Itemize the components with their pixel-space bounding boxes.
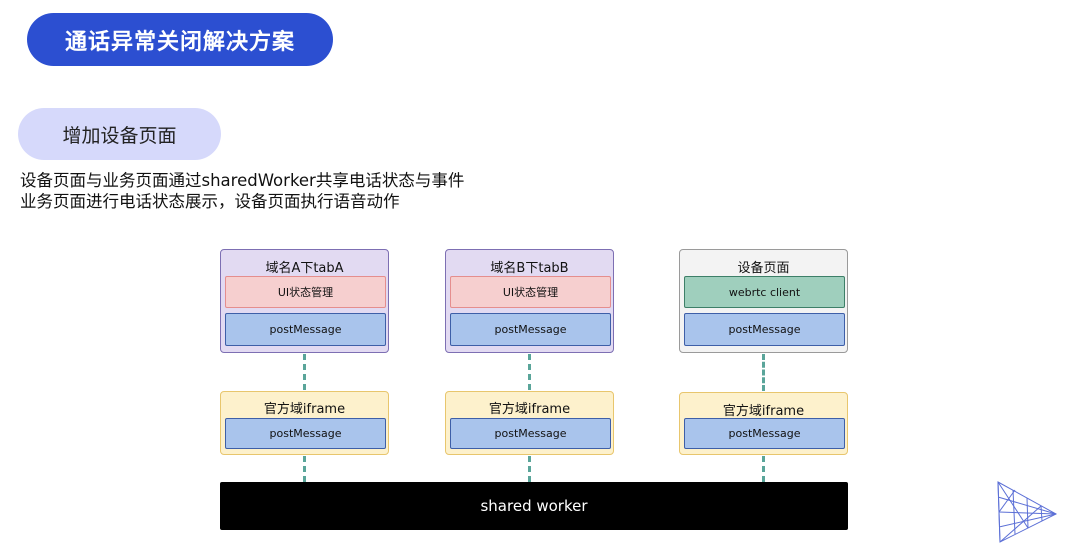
iframe-box: 官方域iframe postMessage	[445, 391, 614, 455]
section-label: 增加设备页面	[18, 108, 221, 160]
page-box-device: 设备页面 webrtc client postMessage	[679, 249, 848, 353]
ui-state-block: UI状态管理	[450, 276, 611, 308]
post-message-block: postMessage	[450, 418, 611, 449]
iframe-box: 官方域iframe postMessage	[220, 391, 389, 455]
page-box-title: 域名B下tabB	[490, 261, 569, 276]
description-line-2: 业务页面进行电话状态展示，设备页面执行语音动作	[20, 192, 400, 211]
connector-line	[303, 354, 306, 390]
connector-line	[762, 354, 765, 391]
iframe-box-title: 官方域iframe	[488, 402, 571, 417]
post-message-block: postMessage	[225, 313, 386, 346]
iframe-box-title: 官方域iframe	[722, 404, 805, 419]
page-box-title: 域名A下tabA	[265, 261, 344, 276]
post-message-block: postMessage	[684, 418, 845, 449]
connector-line	[528, 456, 531, 482]
description: 设备页面与业务页面通过sharedWorker共享电话状态与事件 业务页面进行电…	[20, 170, 464, 212]
wireframe-prism-logo-icon	[997, 481, 1058, 543]
shared-worker-bar: shared worker	[220, 482, 848, 530]
iframe-box: 官方域iframe postMessage	[679, 392, 848, 455]
description-line-1: 设备页面与业务页面通过sharedWorker共享电话状态与事件	[20, 171, 465, 190]
connector-line	[303, 456, 306, 482]
connector-line	[528, 354, 531, 390]
page-box-tab-a: 域名A下tabA UI状态管理 postMessage	[220, 249, 389, 353]
post-message-block: postMessage	[225, 418, 386, 449]
page-box-title: 设备页面	[737, 261, 790, 276]
post-message-block: postMessage	[684, 313, 845, 346]
connector-line	[762, 456, 765, 482]
webrtc-client-block: webrtc client	[684, 276, 845, 308]
post-message-block: postMessage	[450, 313, 611, 346]
ui-state-block: UI状态管理	[225, 276, 386, 308]
page-box-tab-b: 域名B下tabB UI状态管理 postMessage	[445, 249, 614, 353]
iframe-box-title: 官方域iframe	[263, 402, 346, 417]
page-title: 通话异常关闭解决方案	[27, 13, 333, 66]
